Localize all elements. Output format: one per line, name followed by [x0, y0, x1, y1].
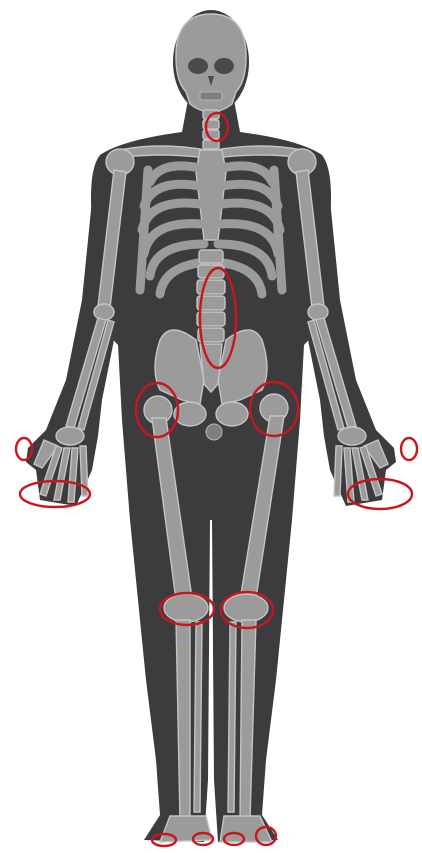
right-elbow — [94, 304, 114, 320]
teeth — [200, 92, 222, 100]
right-carpals — [56, 427, 84, 445]
coccyx — [206, 424, 222, 440]
left-fibula — [228, 622, 236, 812]
left-eye-socket — [214, 58, 234, 74]
marker-left-wrist — [401, 438, 417, 460]
left-knee-joint — [224, 594, 268, 622]
left-carpals — [338, 427, 366, 445]
left-elbow — [308, 304, 328, 320]
right-fibula — [194, 622, 202, 812]
right-eye-socket — [188, 58, 208, 74]
left-pubis — [216, 402, 248, 426]
right-knee-joint — [164, 594, 208, 622]
right-foot — [160, 816, 212, 842]
